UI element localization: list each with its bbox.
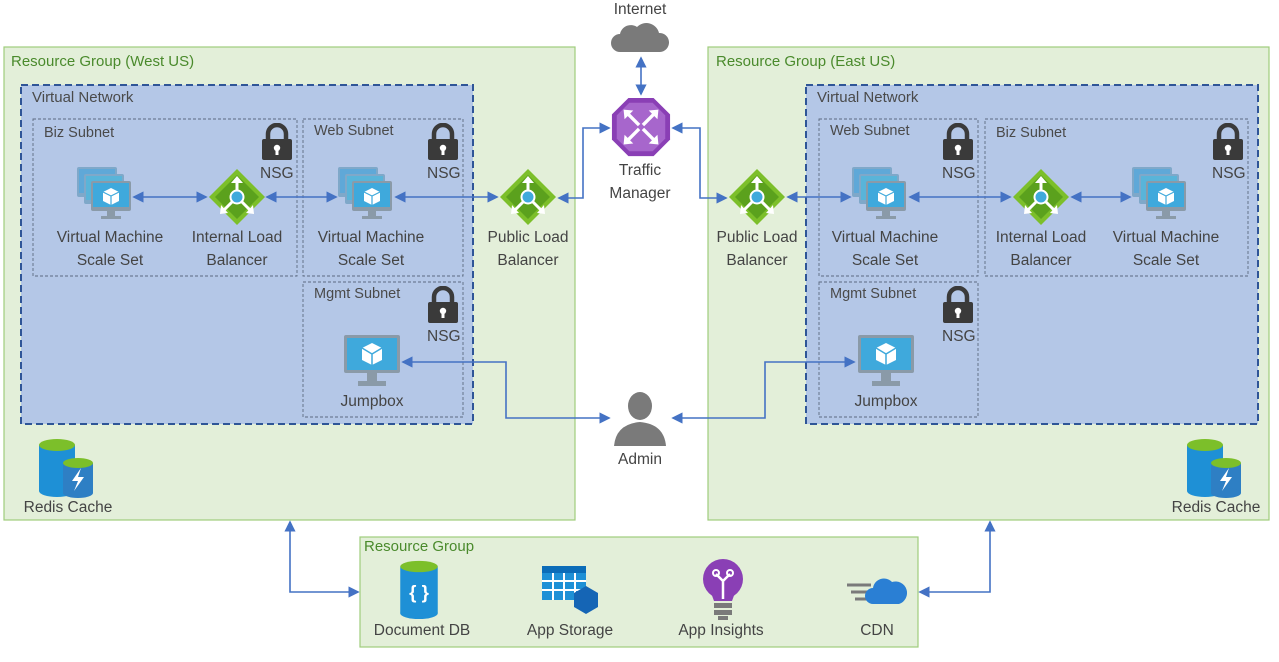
internal-lb-east[interactable]: Internal Load Balancer: [996, 167, 1087, 269]
web-subnet-west-title: Web Subnet: [314, 123, 394, 139]
mgmt-subnet-east: Mgmt Subnet NSG: [818, 281, 979, 418]
biz-vmss-west-line2: Scale Set: [77, 252, 144, 269]
internet-label: Internet: [614, 1, 667, 18]
web-vmss-west[interactable]: Virtual Machine Scale Set: [318, 166, 425, 269]
document-db[interactable]: Document DB: [374, 560, 470, 639]
nsg-label: NSG: [427, 328, 461, 345]
web-vmss-east-line1: Virtual Machine: [832, 229, 939, 246]
app-insights-label: App Insights: [678, 622, 764, 639]
mgmt-subnet-west-title: Mgmt Subnet: [314, 286, 400, 302]
public-lb-east-line1: Public Load: [716, 229, 797, 246]
public-lb-west[interactable]: Public Load Balancer: [487, 167, 569, 269]
resource-group-west-title: Resource Group (West US): [11, 53, 194, 70]
biz-vmss-east-line2: Scale Set: [1133, 252, 1200, 269]
resource-group-east: Resource Group (East US) Virtual Network…: [707, 46, 1270, 521]
redis-cache-west-label: Redis Cache: [24, 499, 113, 516]
biz-subnet-west-title: Biz Subnet: [44, 125, 114, 141]
biz-subnet-east: Biz Subnet NSG: [984, 118, 1249, 277]
redis-cache-west[interactable]: Redis Cache: [24, 439, 113, 516]
jumpbox-west-label: Jumpbox: [341, 393, 404, 410]
web-vmss-east-line2: Scale Set: [852, 252, 919, 269]
connector-plb-tm-west: [557, 122, 611, 204]
admin-person-icon: [614, 392, 666, 446]
jumpbox-east-label: Jumpbox: [855, 393, 918, 410]
resource-group-shared: Resource Group Document DB App Storage A…: [359, 536, 919, 648]
public-lb-west-line1: Public Load: [487, 229, 568, 246]
admin-label: Admin: [618, 451, 662, 468]
resource-group-east-title: Resource Group (East US): [716, 53, 895, 70]
public-lb-east[interactable]: Public Load Balancer: [716, 167, 798, 269]
connectors: [132, 56, 1132, 598]
nsg-label: NSG: [260, 165, 294, 182]
document-db-icon: [400, 560, 438, 619]
internal-lb-west[interactable]: Internal Load Balancer: [192, 167, 283, 269]
internet[interactable]: Internet: [611, 1, 670, 52]
virtual-network-west-title: Virtual Network: [32, 89, 134, 106]
internal-lb-east-line2: Balancer: [1010, 252, 1071, 269]
nsg-label: NSG: [942, 328, 976, 345]
biz-vmss-west[interactable]: Virtual Machine Scale Set: [57, 166, 164, 269]
app-storage[interactable]: App Storage: [527, 565, 613, 639]
traffic-manager[interactable]: Traffic Manager: [609, 96, 672, 202]
internal-lb-east-line1: Internal Load: [996, 229, 1087, 246]
internal-lb-west-line2: Balancer: [206, 252, 267, 269]
public-lb-east-line2: Balancer: [726, 252, 787, 269]
resource-group-shared-title: Resource Group: [364, 538, 474, 555]
public-lb-west-line2: Balancer: [497, 252, 558, 269]
jumpbox-west[interactable]: Jumpbox: [341, 334, 404, 410]
cloud-icon: [611, 23, 670, 52]
connector-admin-jumpbox-east: [671, 356, 856, 424]
web-vmss-west-line1: Virtual Machine: [318, 229, 425, 246]
admin[interactable]: Admin: [614, 392, 666, 468]
biz-vmss-east-line1: Virtual Machine: [1113, 229, 1220, 246]
mgmt-subnet-west: Mgmt Subnet NSG: [302, 281, 464, 418]
internal-lb-west-line1: Internal Load: [192, 229, 283, 246]
biz-vmss-west-line1: Virtual Machine: [57, 229, 164, 246]
mgmt-subnet-east-title: Mgmt Subnet: [830, 286, 916, 302]
cdn[interactable]: CDN: [845, 576, 907, 639]
cdn-label: CDN: [860, 622, 894, 639]
connector-west-shared: [284, 520, 360, 598]
web-vmss-west-line2: Scale Set: [338, 252, 405, 269]
traffic-manager-icon: [610, 96, 672, 158]
connector-shared-east: [918, 520, 996, 598]
biz-subnet-east-title: Biz Subnet: [996, 125, 1066, 141]
web-vmss-east[interactable]: Virtual Machine Scale Set: [832, 166, 939, 269]
biz-subnet-west: Biz Subnet NSG: [32, 118, 298, 277]
redis-cache-east-label: Redis Cache: [1172, 499, 1261, 516]
redis-cache-east[interactable]: Redis Cache: [1172, 439, 1261, 516]
app-insights[interactable]: App Insights: [678, 557, 764, 639]
resource-group-west: Resource Group (West US) Virtual Network…: [3, 46, 576, 521]
biz-vmss-east[interactable]: Virtual Machine Scale Set: [1113, 166, 1220, 269]
traffic-manager-line1: Traffic: [619, 162, 661, 179]
jumpbox-east[interactable]: Jumpbox: [855, 334, 918, 410]
virtual-network-east-title: Virtual Network: [817, 89, 919, 106]
connector-jumpbox-admin-west: [401, 356, 611, 424]
nsg-label: NSG: [942, 165, 976, 182]
document-db-label: Document DB: [374, 622, 470, 639]
app-storage-label: App Storage: [527, 622, 613, 639]
connector-tm-plb-east: [671, 122, 728, 204]
traffic-manager-line2: Manager: [609, 185, 670, 202]
nsg-label: NSG: [1212, 165, 1246, 182]
web-subnet-east-title: Web Subnet: [830, 123, 910, 139]
nsg-label: NSG: [427, 165, 461, 182]
